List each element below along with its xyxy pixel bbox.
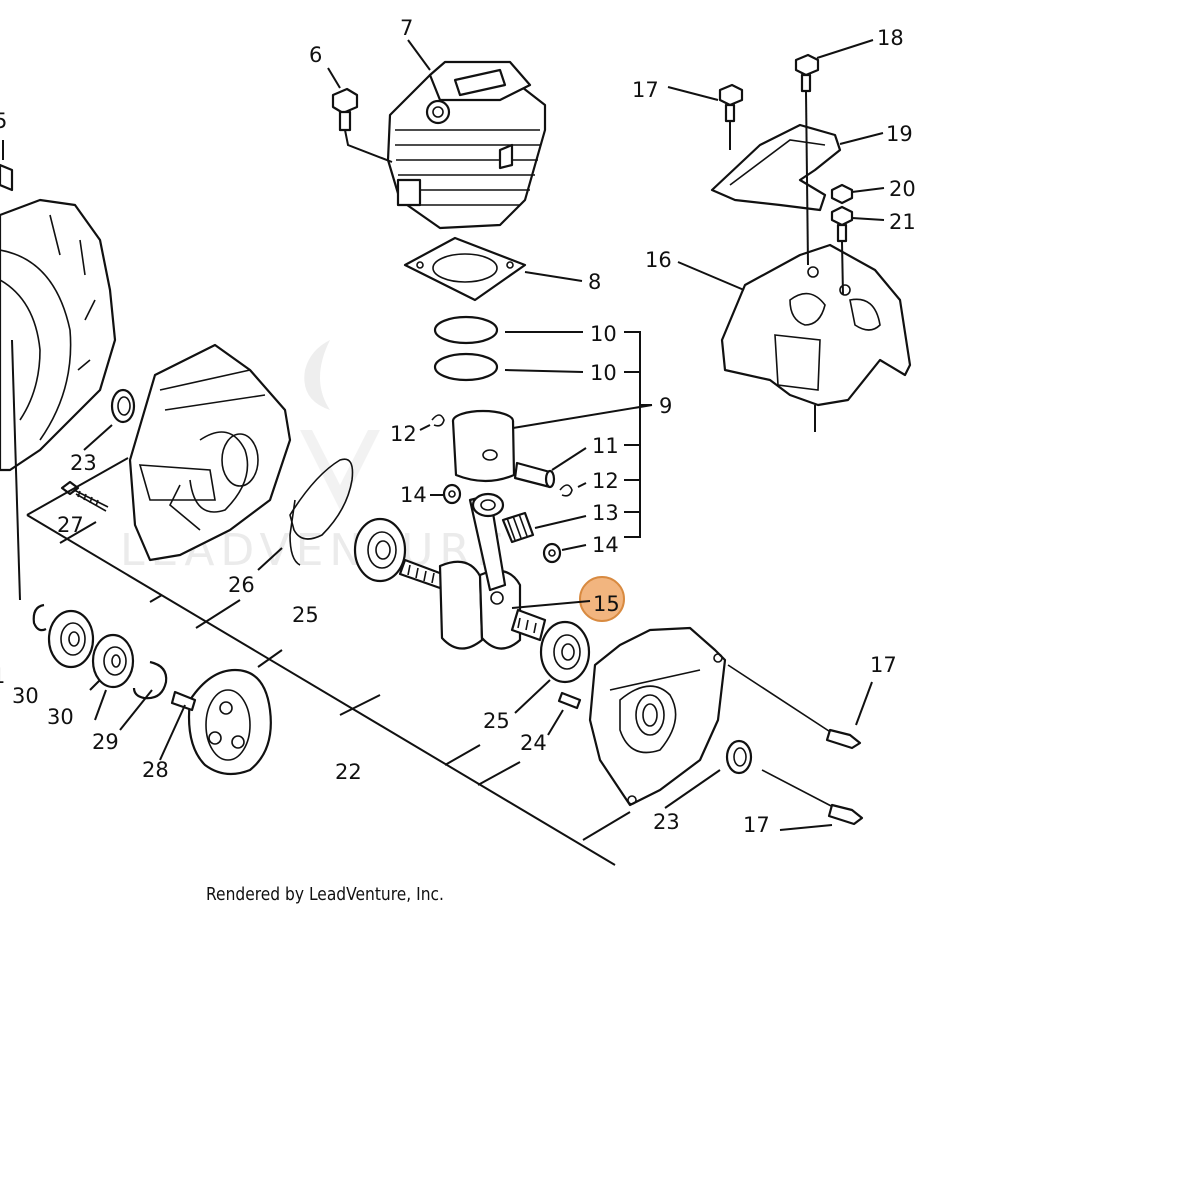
callout-25-left[interactable]: 25 [292, 603, 319, 627]
callout-27[interactable]: 27 [57, 513, 84, 537]
misc-leaders [83, 424, 873, 831]
dowel-pin[interactable] [557, 691, 582, 710]
callout-17-right[interactable]: 17 [870, 653, 897, 677]
shroud-leaders [667, 39, 885, 432]
callout-14-right[interactable]: 14 [592, 533, 619, 557]
callout-22[interactable]: 22 [335, 760, 362, 784]
needle-bearing[interactable] [501, 511, 535, 544]
leader-10 [504, 331, 584, 373]
snap-ring[interactable] [32, 603, 47, 632]
bearing-30-a[interactable] [47, 609, 95, 669]
callout-19[interactable]: 19 [886, 122, 913, 146]
callout-11[interactable]: 11 [592, 434, 619, 458]
callout-12-right[interactable]: 12 [592, 469, 619, 493]
oil-seal-left[interactable] [110, 388, 136, 424]
callout-15[interactable]: 15 [593, 592, 620, 616]
callout-5[interactable]: 5 [0, 109, 7, 133]
crankshaft[interactable] [398, 492, 547, 650]
cylinder-shroud[interactable] [720, 243, 912, 407]
bracket-9 [624, 331, 652, 538]
callout-29[interactable]: 29 [92, 730, 119, 754]
piston[interactable] [451, 409, 516, 483]
leader-15 [511, 600, 591, 609]
leader-piston [512, 404, 653, 429]
leader-12 [577, 482, 587, 488]
clutch-drum[interactable] [170, 668, 272, 776]
main-bearing-left[interactable] [353, 517, 407, 583]
assembly-bracket-22 [26, 457, 631, 866]
callout-20[interactable]: 20 [889, 177, 916, 201]
callout-23-right[interactable]: 23 [653, 810, 680, 834]
crankcase-screw-17-lower[interactable] [761, 769, 864, 826]
callout-6[interactable]: 6 [309, 43, 322, 67]
shroud-nut[interactable] [830, 183, 854, 205]
crankcase-left-housing[interactable] [0, 163, 117, 472]
callout-18[interactable]: 18 [877, 26, 904, 50]
piston-ring-lower[interactable] [433, 352, 499, 382]
main-bearing-right[interactable] [539, 620, 591, 684]
crankcase-center-half[interactable] [128, 343, 292, 562]
callout-28[interactable]: 28 [142, 758, 169, 782]
leader-7 [407, 39, 431, 71]
highlight-marker-15[interactable] [579, 576, 625, 622]
callout-8[interactable]: 8 [588, 270, 601, 294]
callout-26[interactable]: 26 [228, 573, 255, 597]
callout-17-top[interactable]: 17 [632, 78, 659, 102]
shroud-cover[interactable] [710, 123, 842, 212]
snap-ring-29[interactable] [132, 660, 168, 700]
shroud-screw-18[interactable] [794, 53, 820, 266]
watermark-logo [300, 340, 380, 510]
leader-8 [524, 271, 583, 282]
callout-10-upper[interactable]: 10 [590, 322, 617, 346]
callout-25-right[interactable]: 25 [483, 709, 510, 733]
callout-12-left[interactable]: 12 [390, 422, 417, 446]
callout-30-right[interactable]: 30 [47, 705, 74, 729]
thrust-washer-left[interactable] [442, 483, 462, 505]
crankcase-gasket[interactable] [289, 458, 354, 566]
callout-24[interactable]: 24 [520, 731, 547, 755]
render-credit: Rendered by LeadVenture, Inc. [206, 884, 444, 905]
leader-6 [327, 67, 393, 163]
callout-16[interactable]: 16 [645, 248, 672, 272]
thrust-washer-right[interactable] [542, 542, 562, 564]
callout-14-left[interactable]: 14 [400, 483, 427, 507]
leader-14 [561, 544, 587, 551]
callout-7[interactable]: 7 [400, 16, 413, 40]
circlip-left[interactable] [431, 414, 445, 427]
shroud-screw-17[interactable] [718, 83, 744, 150]
circlip-right[interactable] [559, 484, 573, 497]
cylinder-bolt[interactable] [331, 87, 359, 132]
piston-ring-upper[interactable] [433, 315, 499, 345]
shroud-bolt-21[interactable] [830, 205, 854, 296]
leader-13 [534, 515, 587, 529]
callout-13[interactable]: 13 [592, 501, 619, 525]
bearing-30-b[interactable] [91, 633, 135, 689]
leader-shaft-line [11, 339, 21, 601]
piston-pin[interactable] [513, 461, 556, 489]
crankcase-right-half[interactable] [588, 626, 727, 807]
callout-10-lower[interactable]: 10 [590, 361, 617, 385]
callout-23-left[interactable]: 23 [70, 451, 97, 475]
callout-30-left[interactable]: 30 [12, 684, 39, 708]
callout-9[interactable]: 9 [659, 394, 672, 418]
callout-1[interactable]: 1 [0, 664, 5, 688]
oil-seal-right[interactable] [725, 739, 753, 775]
leader-11 [551, 447, 587, 471]
crankcase-screw-17-upper[interactable] [727, 664, 862, 750]
cylinder[interactable] [386, 60, 547, 230]
cylinder-gasket[interactable] [403, 236, 527, 302]
callout-21[interactable]: 21 [889, 210, 916, 234]
callout-17-bottom[interactable]: 17 [743, 813, 770, 837]
crankcase-screw-27[interactable] [60, 480, 109, 512]
